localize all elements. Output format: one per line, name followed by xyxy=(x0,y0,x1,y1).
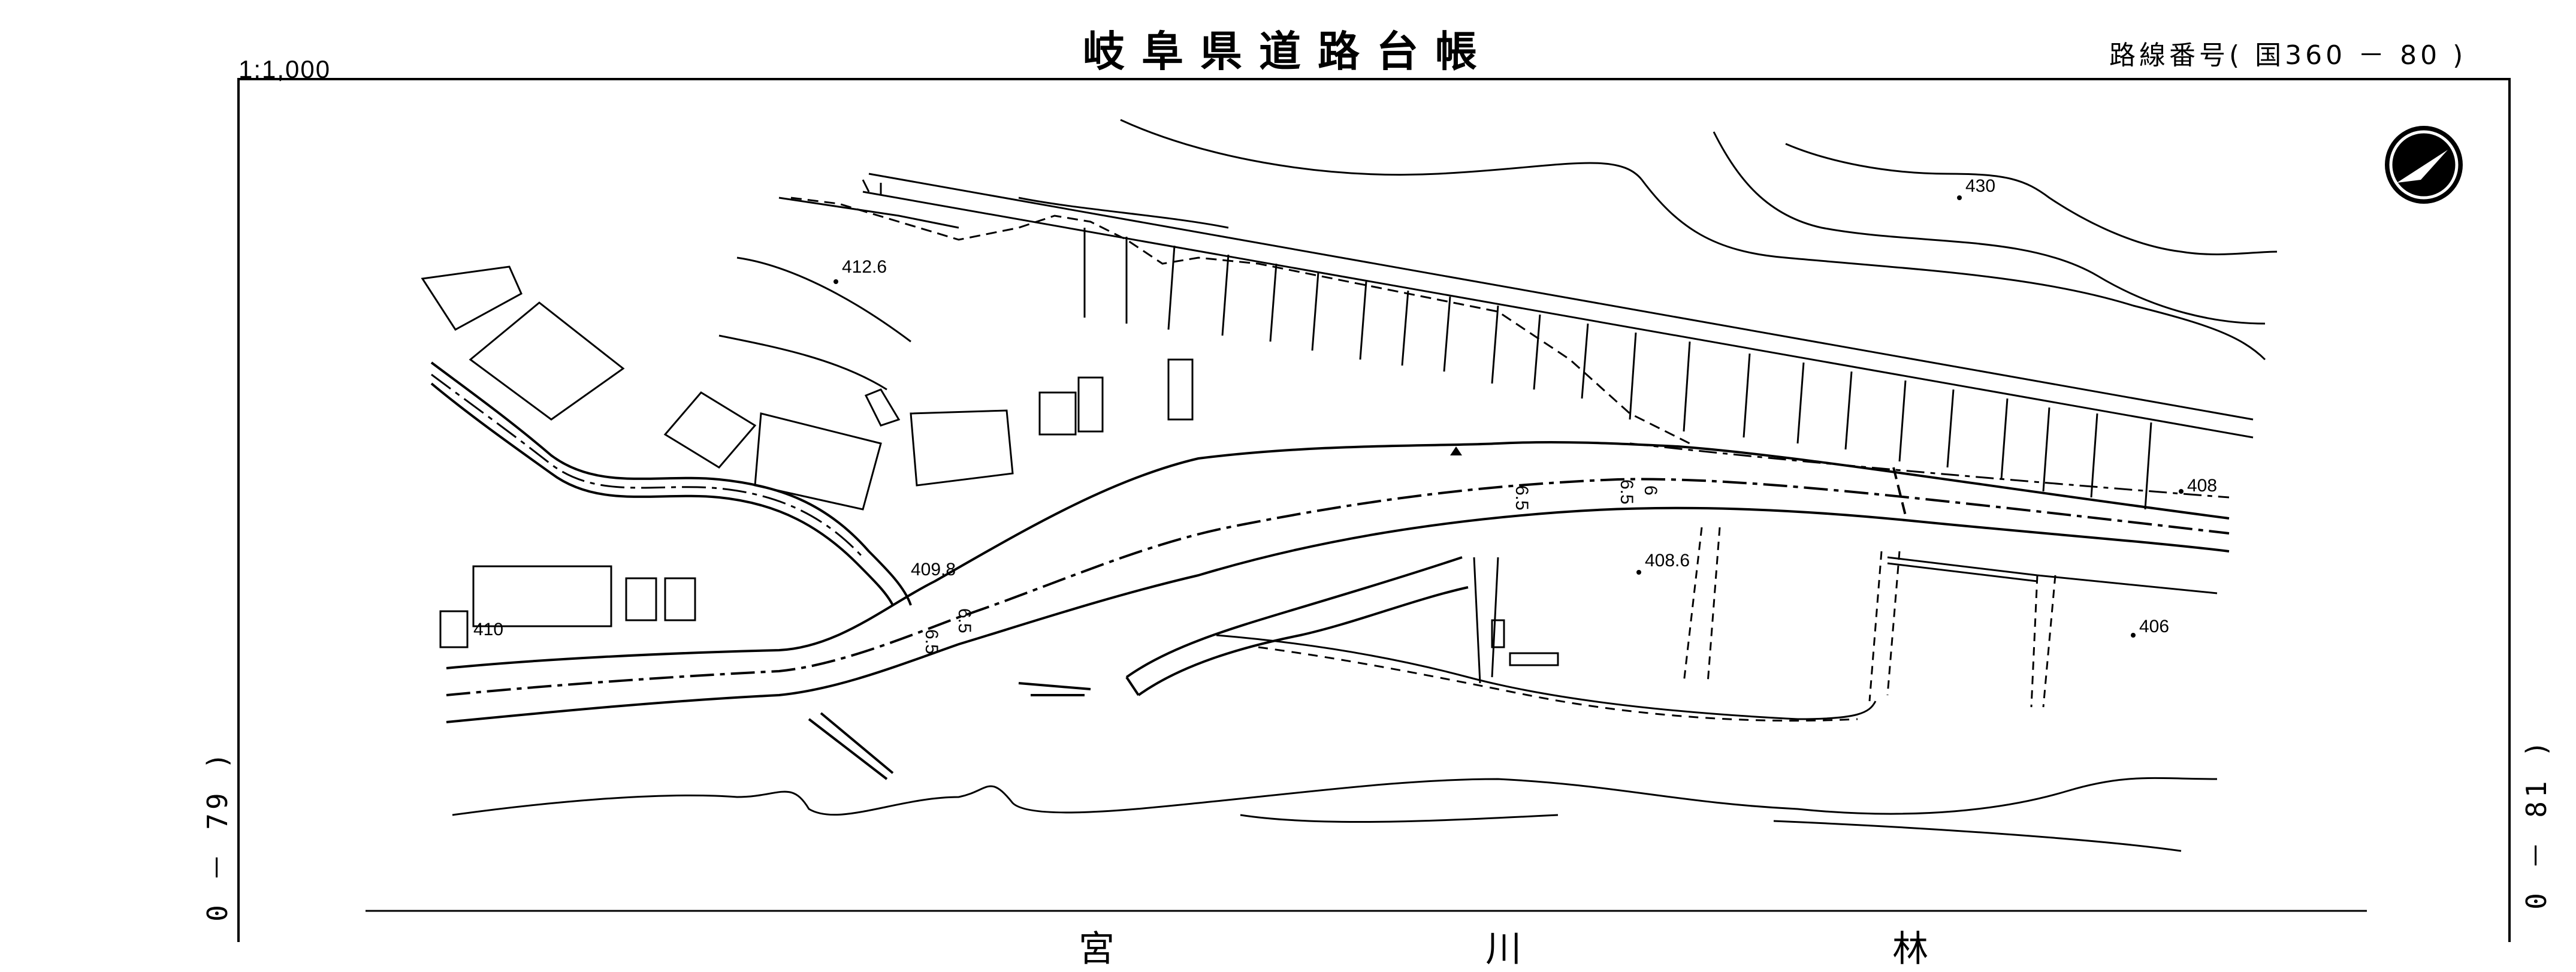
branch-road-left xyxy=(430,361,912,606)
elevation-label: 430 xyxy=(1965,176,1995,196)
road-width-label: 6.5 xyxy=(955,608,974,633)
branch-road-lower xyxy=(808,556,1469,780)
road-width-label: 6.5 xyxy=(1512,485,1532,511)
slope-hatch-upper xyxy=(1083,228,2152,510)
main-road xyxy=(446,440,2230,723)
elevation-label: 406 xyxy=(2139,617,2169,636)
road-width-label: 6.5 xyxy=(922,629,941,654)
map-frame xyxy=(237,78,2511,942)
slope-hatch-lower xyxy=(1216,527,2218,722)
bottom-place-name: 宮 川 林 xyxy=(1079,928,2109,970)
road-width-label: 6.5 xyxy=(1617,479,1636,505)
elevation-label: 408 xyxy=(2187,476,2217,496)
sheet-title: 岐阜県道路台帳 xyxy=(1083,27,1494,76)
north-arrow-icon xyxy=(2385,126,2463,204)
elevation-label: 412.6 xyxy=(842,257,887,277)
elevation-label: 408.6 xyxy=(1645,551,1690,570)
road-map: 412.6 409.8 410 408.6 408 406 430 6.5 6.… xyxy=(237,78,2511,942)
buildings xyxy=(421,265,1559,666)
elevation-label: 409.8 xyxy=(911,560,956,579)
road-width-label: 6 xyxy=(1641,485,1660,496)
contour-lines xyxy=(452,119,2278,852)
elevation-label: 410 xyxy=(473,620,503,639)
route-number: 路線番号( 国360 － 80 ) xyxy=(2109,40,2467,71)
elevation-points xyxy=(833,195,2184,638)
upper-embankment xyxy=(790,173,2254,445)
slope-hatch-top xyxy=(718,197,1229,391)
